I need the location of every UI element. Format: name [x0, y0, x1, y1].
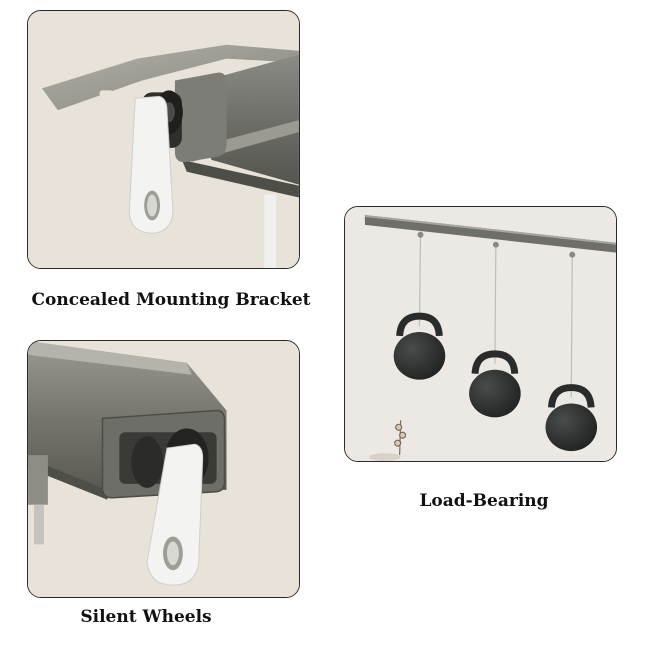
load-bearing-caption: Load-Bearing [419, 491, 549, 511]
load-bearing-image [344, 206, 617, 462]
silent-wheels-caption: Silent Wheels [80, 607, 212, 627]
silent-wheels-image [27, 340, 300, 598]
mounting-bracket-image [27, 10, 300, 269]
mounting-bracket-caption: Concealed Mounting Bracket [31, 290, 311, 310]
